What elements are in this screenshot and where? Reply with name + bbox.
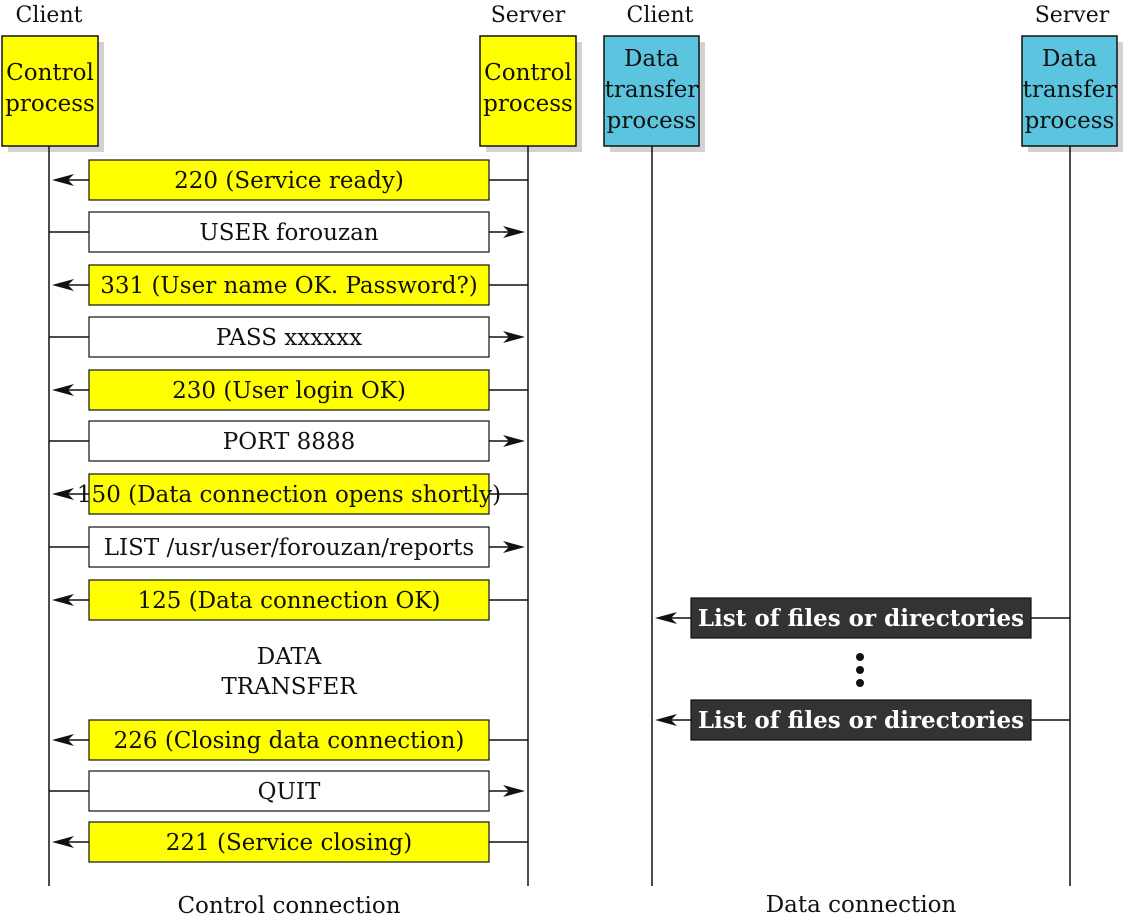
control-message-box — [88, 579, 490, 621]
control-message-arrowhead — [503, 435, 525, 447]
control-message-arrowhead — [503, 541, 525, 553]
control-message-box — [88, 719, 490, 761]
control-client-process-label: process — [5, 91, 95, 117]
control-message-arrowhead — [503, 785, 525, 797]
control-server-process-label: Control — [484, 60, 572, 86]
control-server-process-label: process — [483, 91, 573, 117]
data-server-header: Server — [1035, 3, 1110, 28]
control-server-process-box — [479, 35, 577, 147]
control-message-arrowhead — [52, 279, 74, 291]
control-message-arrowhead — [52, 174, 74, 186]
data-transfer-label: DATA — [257, 644, 322, 670]
data-client-process-label: process — [607, 108, 697, 134]
control-message-label: LIST /usr/user/forouzan/reports — [104, 535, 474, 561]
control-message-label: PORT 8888 — [223, 429, 355, 455]
ellipsis-dot — [856, 679, 864, 687]
control-message-arrowhead — [52, 594, 74, 606]
data-transfer-label: TRANSFER — [221, 674, 357, 700]
data-message-label: List of files or directories — [698, 707, 1024, 734]
control-connection-caption: Control connection — [177, 893, 400, 919]
control-message-arrowhead — [52, 488, 74, 500]
ellipsis-dot — [856, 653, 864, 661]
control-message-label: PASS xxxxxx — [216, 325, 362, 351]
data-server-process-box — [1021, 35, 1118, 147]
data-connection-caption: Data connection — [766, 892, 957, 918]
data-server-process-label: Data — [1042, 46, 1097, 72]
control-message-label: 150 (Data connection opens shortly) — [77, 482, 501, 508]
control-server-header: Server — [491, 3, 566, 28]
control-message-box — [88, 211, 490, 253]
control-message-box — [88, 369, 490, 411]
box-layer — [1, 35, 1118, 863]
control-message-box — [88, 420, 490, 462]
control-client-process-label: Control — [6, 60, 94, 86]
control-message-label: 230 (User login OK) — [172, 378, 406, 404]
control-message-label: USER forouzan — [199, 220, 378, 246]
data-message-arrowhead — [655, 612, 677, 624]
data-client-process-label: Data — [624, 46, 679, 72]
control-message-label: 125 (Data connection OK) — [137, 588, 440, 614]
data-message-box — [690, 699, 1032, 741]
data-server-process-label: transfer — [1023, 77, 1117, 103]
control-message-label: 331 (User name OK. Password?) — [100, 273, 478, 299]
control-message-box — [88, 821, 490, 863]
control-message-box — [88, 159, 490, 201]
control-message-arrowhead — [503, 226, 525, 238]
data-client-process-label: transfer — [605, 77, 699, 103]
control-message-box — [88, 473, 490, 515]
ellipsis-dot — [856, 666, 864, 674]
control-message-label: 226 (Closing data connection) — [114, 728, 465, 754]
data-message-box — [690, 597, 1032, 639]
control-message-arrowhead — [52, 836, 74, 848]
data-client-header: Client — [627, 3, 694, 28]
control-client-process-box — [1, 35, 99, 147]
control-message-box — [88, 526, 490, 568]
control-message-box — [88, 316, 490, 358]
control-message-box — [88, 770, 490, 812]
data-message-arrowhead — [655, 714, 677, 726]
control-message-arrowhead — [52, 734, 74, 746]
control-message-label: 220 (Service ready) — [174, 168, 404, 194]
control-message-box — [88, 264, 490, 306]
data-server-process-label: process — [1025, 108, 1115, 134]
control-message-label: QUIT — [258, 779, 321, 805]
control-message-arrowhead — [503, 331, 525, 343]
control-message-arrowhead — [52, 384, 74, 396]
data-message-label: List of files or directories — [698, 605, 1024, 632]
data-client-process-box — [603, 35, 700, 147]
control-message-label: 221 (Service closing) — [166, 830, 412, 856]
control-client-header: Client — [16, 3, 83, 28]
